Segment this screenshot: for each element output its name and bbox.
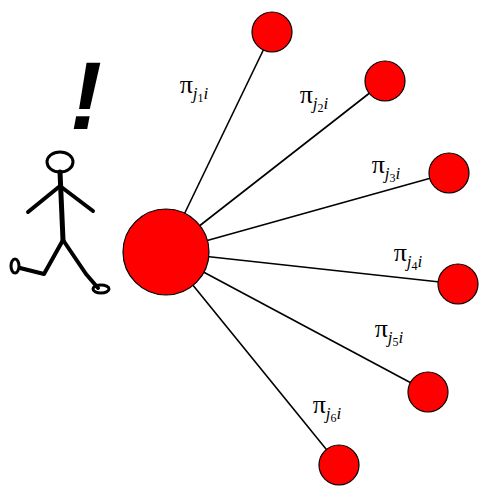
edge-weight: πj6i <box>313 392 342 424</box>
spoke-line <box>166 252 458 284</box>
edge-weight: πj2i <box>300 82 329 114</box>
stick-figure <box>11 152 109 293</box>
figure-leg <box>63 240 98 288</box>
edge-weight: πj5i <box>375 316 404 348</box>
figure-arms <box>28 186 93 212</box>
neighbor-circle <box>438 264 478 304</box>
neighbor-circle <box>252 12 292 52</box>
spoke-line <box>166 252 428 392</box>
edge-weight: πj1i <box>180 72 209 104</box>
figure-body <box>60 172 63 240</box>
edge-weight: πj4i <box>394 240 423 272</box>
figure-head <box>47 152 73 172</box>
neighbor-circle <box>365 61 405 101</box>
neighbor-circle <box>319 445 359 485</box>
center-circle <box>123 209 209 295</box>
neighbor-circle <box>408 372 448 412</box>
figure-foot <box>93 285 109 293</box>
figure-leg <box>20 240 63 274</box>
exclamation-mark: ! <box>70 48 102 144</box>
neighbor-circle <box>429 153 469 193</box>
figure-foot <box>11 259 19 273</box>
edge-weight: πj3i <box>372 152 401 184</box>
nodes-circles <box>123 12 478 485</box>
spokes <box>166 32 458 465</box>
